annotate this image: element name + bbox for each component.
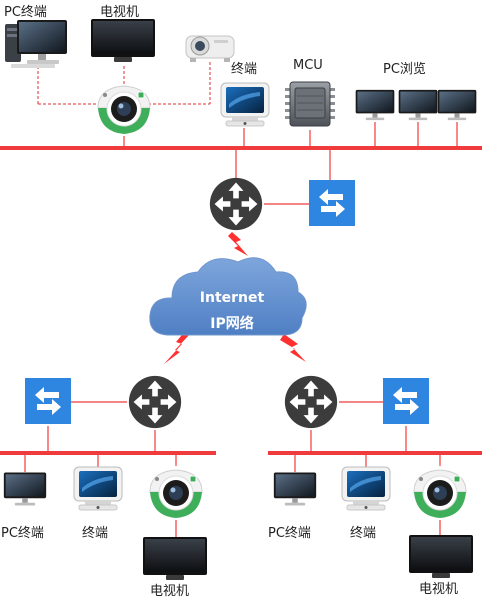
label-mcu: MCU	[293, 58, 323, 73]
right-camera-device	[413, 469, 467, 519]
label-left-pc: PC终端	[1, 526, 44, 541]
cloud-label-line2: IP网络	[210, 316, 254, 332]
right-terminal-device	[341, 466, 391, 511]
right-bus	[268, 451, 482, 455]
top-camera-device	[97, 85, 151, 135]
switch-top	[309, 180, 355, 226]
browse-pc-3	[437, 89, 477, 121]
top-bus	[0, 146, 482, 150]
lightning-right	[280, 334, 306, 362]
router-right	[284, 375, 338, 429]
left-bus	[0, 451, 216, 455]
browse-pc-2	[398, 89, 438, 121]
left-tv-device	[143, 537, 207, 580]
lightning-top	[228, 232, 248, 256]
label-top-tv: 电视机	[100, 5, 140, 20]
top-tv-device	[91, 19, 155, 62]
lightning-left	[164, 330, 190, 364]
internet-cloud	[149, 257, 307, 336]
label-pc-browse: PC浏览	[383, 62, 426, 77]
mcu-device	[285, 81, 335, 127]
switch-right	[383, 378, 429, 424]
right-pc-device	[273, 472, 317, 506]
label-right-terminal: 终端	[350, 526, 377, 541]
left-pc-device	[3, 472, 47, 506]
left-camera-device	[149, 469, 203, 519]
projector-device	[185, 35, 235, 63]
browse-pc-1	[355, 89, 395, 121]
top-terminal-device	[220, 82, 270, 127]
label-left-tv: 电视机	[150, 584, 190, 599]
switch-left	[25, 378, 71, 424]
router-top	[209, 177, 263, 231]
cloud-label-line1: Internet	[199, 290, 265, 306]
left-terminal-device	[73, 466, 123, 511]
links	[24, 122, 458, 538]
right-tv-device	[409, 535, 473, 578]
router-left	[128, 375, 182, 429]
top-pc-device	[5, 20, 67, 68]
label-right-tv: 电视机	[419, 582, 459, 597]
bus-lines	[0, 146, 482, 455]
wan-links	[164, 232, 306, 364]
label-right-pc: PC终端	[268, 526, 311, 541]
label-top-terminal: 终端	[231, 62, 258, 77]
label-top-pc: PC终端	[4, 5, 47, 20]
label-left-terminal: 终端	[82, 526, 109, 541]
